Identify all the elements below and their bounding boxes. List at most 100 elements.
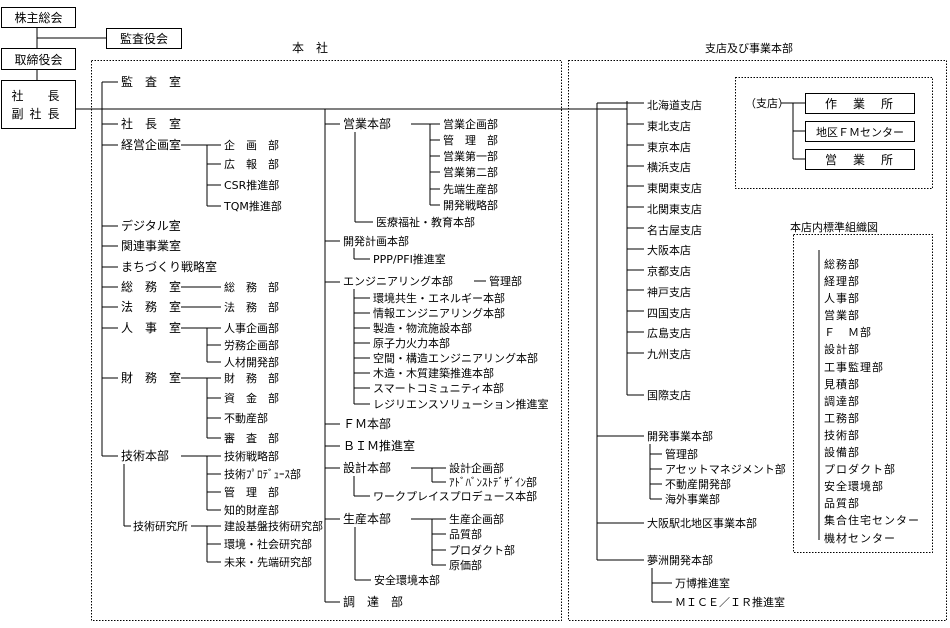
std-org-item: 見積部 [824, 377, 860, 391]
dept-tech-produce: 技術ﾌﾟﾛﾃﾞｭｰｽ部 [224, 468, 301, 481]
dept-tech-admin: 管 理 部 [224, 486, 279, 499]
dept-labor: 労務企画部 [224, 339, 279, 352]
std-org-item: 工務部 [824, 411, 860, 425]
std-org-item: 設備部 [824, 446, 860, 460]
branch-item: 神戸支店 [647, 285, 691, 299]
branch-item: 名古屋支店 [647, 223, 702, 237]
fm-division: ＦＭ本部 [343, 417, 392, 431]
legal-office: 法 務 室 [121, 300, 182, 314]
branch-list: 北海道支店 東北支店 東京本店 横浜支店 東関東支店 北関東支店 名古屋支店 大… [647, 96, 702, 366]
dept-planning: 企 画 部 [224, 139, 279, 152]
eng-resilience: レジリエンスソリューション推進室 [373, 398, 549, 411]
eng-environment: 環境共生・エネルギー本部 [373, 292, 505, 305]
osaka-north-division: 大阪駅北地区事業本部 [647, 517, 757, 530]
dept-tqm: TQM推進部 [224, 200, 282, 213]
std-org-item: 営業部 [824, 309, 860, 323]
town-strategy-office: まちづくり戦略室 [121, 260, 218, 274]
eng-admin-dept: 管理部 [489, 275, 522, 288]
mice-ir-office: ＭＩＣＥ／ＩＲ推進室 [675, 596, 785, 609]
yumeshima-division: 夢洲開発本部 [647, 554, 713, 567]
sales-division: 営業本部 [343, 117, 392, 131]
std-org-item: 安全環境部 [824, 480, 884, 494]
std-org-item: 経理部 [824, 275, 860, 289]
head-office-title: 本 社 [292, 41, 329, 55]
std-org-item: 品質部 [824, 497, 860, 511]
std-org-item: 工事監理部 [824, 360, 884, 374]
expo-office: 万博推進室 [675, 577, 730, 590]
president-office: 社 長 室 [121, 117, 182, 131]
dev-overseas-dept: 海外事業部 [665, 493, 720, 506]
worksite-box: 作 業 所 [805, 93, 915, 114]
dept-design-planning: 設計企画部 [449, 462, 504, 475]
board-box: 取締役会 [1, 48, 76, 70]
dept-dev-strategy: 開発戦略部 [443, 199, 498, 212]
dept-hr-planning: 人事企画部 [224, 322, 279, 335]
dept-sales-1: 営業第一部 [443, 150, 498, 163]
std-org-item: 人事部 [824, 292, 860, 306]
eng-space-structure: 空間・構造エンジニアリング本部 [373, 352, 538, 365]
ppp-pfi-office: PPP/PFI推進室 [373, 253, 446, 266]
dept-tech-strategy: 技術戦略部 [224, 450, 279, 463]
corp-planning-office: 経営企画室 [121, 138, 182, 152]
dept-review: 審 査 部 [224, 432, 279, 445]
dept-env-research: 環境・社会研究部 [224, 538, 312, 551]
std-org-item: 総務部 [824, 258, 860, 271]
eng-timber: 木造・木質建築推進本部 [373, 367, 494, 380]
audit-office: 監 査 室 [121, 75, 182, 89]
branch-item: 東京本店 [647, 140, 691, 154]
eng-nuclear: 原子力火力本部 [373, 337, 450, 350]
branch-item: 京都支店 [647, 265, 691, 278]
std-org-item: プロダクト部 [824, 463, 896, 477]
branch-item: 九州支店 [647, 348, 691, 361]
procurement-dept: 調 達 部 [343, 595, 404, 609]
std-org-title: 本店内標準組織図 [790, 221, 878, 234]
branch-item: 大阪本店 [647, 244, 691, 258]
dev-business-division: 開発事業本部 [647, 430, 713, 443]
tech-division: 技術本部 [121, 449, 170, 463]
std-org-item: 機材センター [824, 531, 896, 545]
dev-real-estate-dept: 不動産開発部 [665, 478, 731, 491]
production-division: 生産本部 [343, 512, 392, 526]
engineering-division: エンジニアリング本部 [343, 275, 453, 288]
dept-funds: 資 金 部 [224, 392, 279, 405]
workplace-division: ワークプレイスプロデュース本部 [373, 490, 538, 503]
std-org-item: 集合住宅センター [824, 514, 920, 528]
sales-office-box: 営 業 所 [805, 149, 915, 170]
safety-division: 安全環境本部 [374, 574, 440, 587]
president-box: 社 長 副社長 [1, 80, 76, 129]
std-org-item: Ｆ Ｍ部 [824, 326, 872, 340]
eng-information: 情報エンジニアリング本部 [373, 307, 505, 320]
eng-manufacturing: 製造・物流施設本部 [373, 322, 472, 335]
std-org-list: 総務部 経理部 人事部 営業部 Ｆ Ｍ部 設計部 工事監理部 見積部 調達部 工… [824, 256, 920, 547]
dept-pr: 広 報 部 [224, 158, 279, 171]
dept-legal: 法 務 部 [224, 301, 279, 314]
president-label: 社 長 [11, 88, 66, 103]
branch-item: 東関東支店 [647, 182, 702, 195]
branch-item: 北関東支店 [647, 202, 702, 216]
dept-future-research: 未来・先端研究部 [224, 556, 312, 569]
branch-item: 横浜支店 [647, 161, 691, 175]
dept-ip: 知的財産部 [224, 504, 279, 517]
shareholders-box: 株主総会 [1, 7, 76, 28]
eng-smart-community: スマートコミュニティ本部 [373, 382, 505, 395]
international-branch: 国際支店 [647, 389, 691, 402]
design-division: 設計本部 [343, 461, 392, 475]
dev-planning-division: 開発計画本部 [343, 235, 409, 248]
auditors-box: 監査役会 [106, 28, 182, 49]
branch-item: 北海道支店 [647, 99, 702, 112]
digital-office: デジタル室 [121, 219, 181, 233]
dept-csr: CSR推進部 [224, 179, 280, 192]
branch-item: 四国支店 [647, 306, 691, 320]
dept-sales-admin: 管 理 部 [443, 134, 498, 147]
dept-product: プロダクト部 [449, 544, 515, 557]
std-org-item: 設計部 [824, 343, 860, 357]
research-institute: 技術研究所 [133, 520, 188, 533]
branch-item: 広島支店 [647, 327, 691, 341]
dept-finance: 財 務 部 [224, 372, 279, 385]
bim-office: ＢＩＭ推進室 [343, 439, 416, 453]
dept-real-estate: 不動産部 [224, 412, 268, 425]
dept-talent: 人材開発部 [224, 356, 279, 369]
dept-advanced-production: 先端生産部 [443, 183, 498, 196]
dept-construction-research: 建設基盤技術研究部 [224, 520, 323, 533]
dept-quality: 品質部 [449, 528, 482, 541]
